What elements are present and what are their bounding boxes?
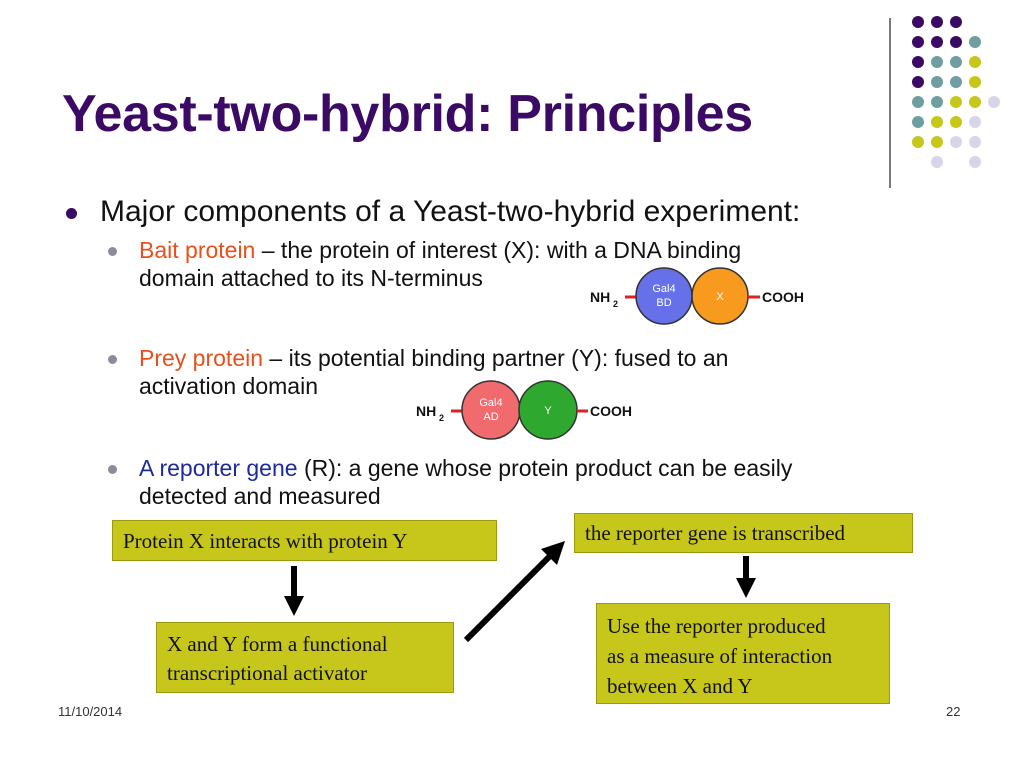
flow-box-transcription: the reporter gene is transcribed <box>574 513 913 553</box>
gal4-ad-label-line2: AD <box>483 411 498 423</box>
sub-bullet-bait: Bait protein – the protein of interest (… <box>139 236 919 292</box>
decorative-dot-grid <box>912 16 1000 168</box>
flow-box-interaction: Protein X interacts with protein Y <box>112 520 497 561</box>
prey-protein-label: Prey protein <box>139 345 264 371</box>
sub-bullet-marker <box>108 247 117 256</box>
dot-grid-circles <box>912 16 1000 168</box>
bait-nh2-subscript: 2 <box>613 299 618 309</box>
flow-box-transcription-text: the reporter gene is transcribed <box>585 521 846 545</box>
prey-nh2-label: NH <box>416 403 436 419</box>
sub-bullet-reporter: A reporter gene (R): a gene whose protei… <box>139 454 969 510</box>
gal4-ad-domain <box>461 380 521 440</box>
flow-box-activator-line2: transcriptional activator <box>167 661 368 685</box>
sub-bullet-prey: Prey protein – its potential binding par… <box>139 344 919 400</box>
reporter-description-line2: detected and measured <box>139 483 381 509</box>
main-bullet-text: Major components of a Yeast-two-hybrid e… <box>100 195 801 228</box>
flow-box-measure-line3: between X and Y <box>607 674 753 698</box>
prey-protein-diagram: NH 2 Gal4 AD Y COOH <box>416 380 632 440</box>
flow-box-activator-line1: X and Y form a functional <box>167 632 388 656</box>
title-divider-line <box>889 18 891 188</box>
footer-date: 11/10/2014 <box>58 704 123 719</box>
flow-box-measure-line2: as a measure of interaction <box>607 644 833 668</box>
prey-description: – its potential binding partner (Y): fus… <box>263 345 729 371</box>
flow-box-interaction-text: Protein X interacts with protein Y <box>123 529 408 553</box>
gal4-ad-label-line1: Gal4 <box>479 397 502 409</box>
bait-cooh-label: COOH <box>762 289 804 305</box>
gal4-bd-label-line2: BD <box>656 297 671 309</box>
arrow-down-right <box>736 556 756 598</box>
bait-nh2-label: NH <box>590 289 610 305</box>
bait-protein-diagram: NH 2 Gal4 BD X COOH <box>590 267 804 325</box>
main-bullet-marker <box>66 208 77 219</box>
gal4-bd-domain <box>635 267 693 325</box>
protein-x-label: X <box>716 291 724 303</box>
bait-description: – the protein of interest (X): with a DN… <box>255 237 742 263</box>
reporter-description: (R): a gene whose protein product can be… <box>297 455 793 481</box>
arrow-down-left <box>284 566 304 616</box>
sub-bullet-marker <box>108 465 117 474</box>
bait-description-line2: domain attached to its N-terminus <box>139 265 483 291</box>
prey-cooh-label: COOH <box>590 403 632 419</box>
flow-box-activator: X and Y form a functional transcriptiona… <box>156 622 454 693</box>
flow-box-measure-line1: Use the reporter produced <box>607 614 826 638</box>
slide-title: Yeast-two-hybrid: Principles <box>62 85 753 143</box>
gal4-bd-label-line1: Gal4 <box>652 283 675 295</box>
prey-description-line2: activation domain <box>139 373 318 399</box>
prey-nh2-subscript: 2 <box>439 413 444 423</box>
footer-page-number: 22 <box>946 704 961 719</box>
bait-protein-label: Bait protein <box>139 237 256 263</box>
protein-y-label: Y <box>544 405 552 417</box>
reporter-gene-label: A reporter gene <box>139 455 298 481</box>
sub-bullet-marker <box>108 355 117 364</box>
flow-box-measure: Use the reporter produced as a measure o… <box>596 603 890 704</box>
